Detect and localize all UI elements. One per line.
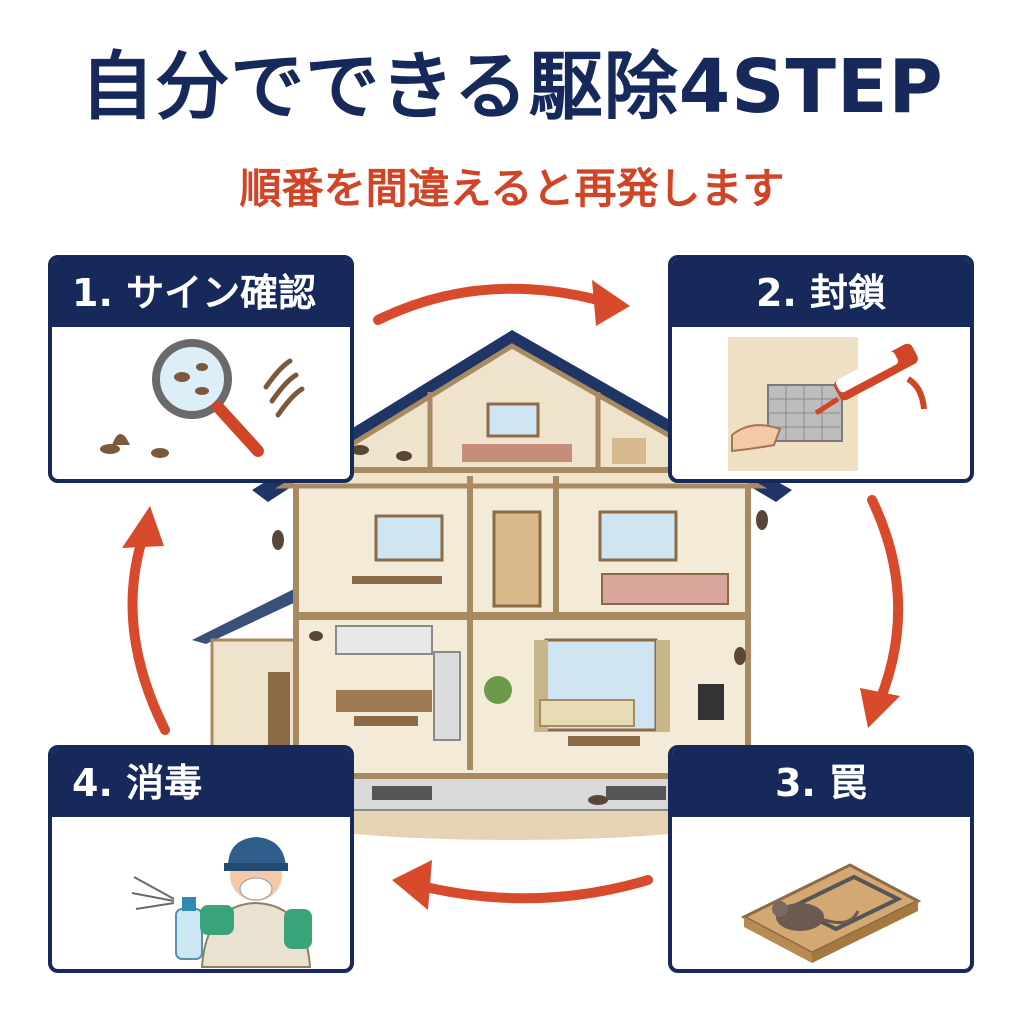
caulk-gun-mesh-icon — [728, 337, 927, 471]
page-title: 自分でできる駆除4STEP — [80, 44, 944, 130]
step-card-1: 1. サイン確認 — [48, 255, 354, 483]
step-title: 4. 消毒 — [52, 749, 350, 817]
step-card-4: 4. 消毒 — [48, 745, 354, 973]
step-title: 1. サイン確認 — [52, 259, 350, 327]
arrow-4-to-1 — [127, 535, 170, 735]
step-card-2: 2. 封鎖 — [668, 255, 974, 483]
page-subtitle: 順番を間違えると再発します — [239, 164, 785, 213]
arrow-1-to-2 — [373, 283, 603, 325]
arrow-2-to-3 — [867, 495, 904, 705]
arrow-3-to-4 — [425, 875, 653, 904]
step-title: 2. 封鎖 — [672, 259, 970, 327]
magnifier-droppings-icon — [100, 339, 305, 458]
worker-spraying-icon — [131, 837, 312, 968]
step-title: 3. 罠 — [672, 749, 970, 817]
step-card-3: 3. 罠 — [668, 745, 974, 973]
mouse-trap-icon — [740, 863, 922, 963]
